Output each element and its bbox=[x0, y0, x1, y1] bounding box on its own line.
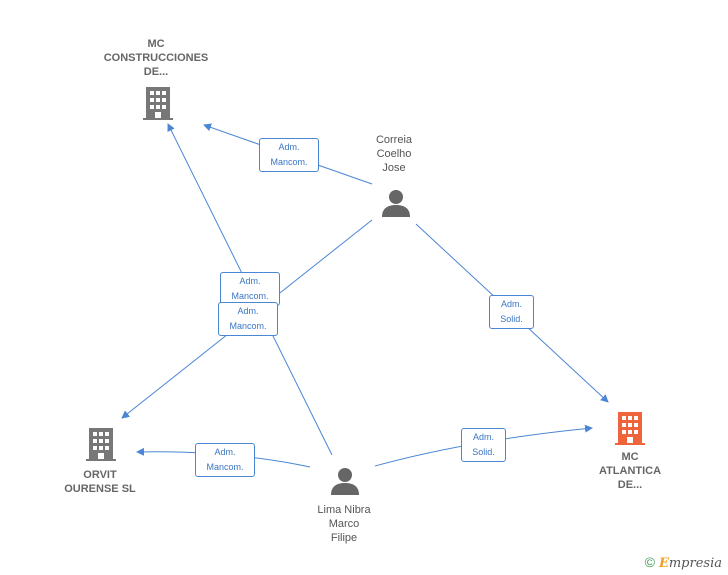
brand-footer: ©Empresia bbox=[645, 554, 722, 571]
edge-label-lima-construcciones: Adm. Mancom. bbox=[220, 272, 280, 306]
node-label-lima[interactable]: Lima Nibra Marco Filipe bbox=[317, 504, 371, 544]
person-icon[interactable] bbox=[381, 188, 411, 218]
edge-label-lima-atlantica: Adm. Solid. bbox=[461, 428, 506, 462]
person-icon[interactable] bbox=[330, 466, 360, 496]
node-label-mc-construcciones[interactable]: MC CONSTRUCCIONES DE... bbox=[103, 38, 209, 78]
node-label-mc-atlantica[interactable]: MC ATLANTICA DE... bbox=[598, 451, 662, 491]
node-label-orvit[interactable]: ORVIT OURENSE SL bbox=[64, 469, 136, 495]
building-icon-highlighted[interactable] bbox=[614, 411, 646, 445]
edge-label-correia-orvit: Adm. Mancom. bbox=[218, 302, 278, 336]
copyright-icon: © bbox=[644, 554, 655, 570]
edge-label-correia-atlantica: Adm. Solid. bbox=[489, 295, 534, 329]
brand-logo: Empresia bbox=[658, 556, 722, 571]
building-icon[interactable] bbox=[142, 86, 174, 120]
node-label-correia[interactable]: Correia Coelho Jose bbox=[375, 134, 413, 174]
building-icon[interactable] bbox=[85, 427, 117, 461]
edge-label-lima-orvit: Adm. Mancom. bbox=[195, 443, 255, 477]
edge-label-correia-construcciones: Adm. Mancom. bbox=[259, 138, 319, 172]
